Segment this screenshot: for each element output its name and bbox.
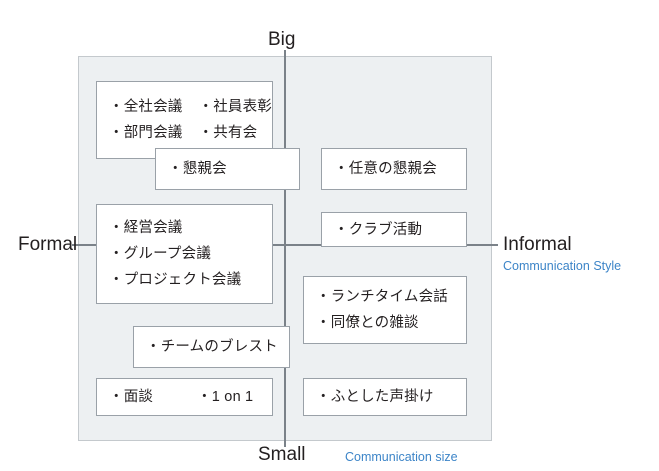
- axis-caption-communication-size: Communication size: [345, 450, 458, 464]
- card-keiei-kaigi: ・経営会議 ・グループ会議 ・プロジェクト会議: [96, 204, 273, 304]
- card-item: ・プロジェクト会議: [109, 272, 242, 288]
- card-item: ・グループ会議: [109, 246, 212, 262]
- card-item: ・社員表彰: [198, 99, 272, 115]
- card-item: ・ふとした声掛け: [316, 389, 434, 405]
- card-item: ・懇親会: [168, 161, 227, 177]
- card-item: ・面談: [109, 389, 154, 405]
- card-lunch-talk: ・ランチタイム会話 ・同僚との雑談: [303, 276, 467, 344]
- card-team-brainstorm: ・チームのブレスト: [133, 326, 290, 368]
- card-line: ・全社会議 ・社員表彰: [109, 94, 272, 120]
- card-club-katsudo: ・クラブ活動: [321, 212, 467, 247]
- card-item: ・ランチタイム会話: [316, 289, 449, 305]
- card-line: ・面談 ・1 on 1: [109, 384, 260, 410]
- card-futoshita-koegake: ・ふとした声掛け: [303, 378, 467, 416]
- axis-label-big: Big: [268, 29, 296, 50]
- horizontal-axis: [72, 244, 498, 246]
- card-konshinkai: ・懇親会: [155, 148, 300, 190]
- card-item: ・同僚との雑談: [316, 315, 419, 331]
- card-mendan-1on1: ・面談 ・1 on 1: [96, 378, 273, 416]
- card-all-hands: ・全社会議 ・社員表彰 ・部門会議 ・共有会: [96, 81, 273, 159]
- card-item: ・経営会議: [109, 220, 183, 236]
- card-item: ・部門会議: [109, 125, 183, 141]
- axis-label-small: Small: [258, 444, 306, 465]
- card-item: ・クラブ活動: [334, 221, 423, 238]
- card-item: ・共有会: [198, 125, 258, 141]
- axis-caption-communication-style: Communication Style: [503, 259, 622, 273]
- card-item: ・全社会議: [109, 99, 183, 115]
- axis-label-formal: Formal: [18, 234, 78, 255]
- axis-label-informal: Informal: [503, 234, 572, 255]
- card-item: ・チームのブレスト: [146, 339, 278, 355]
- card-nini-konshinkai: ・任意の懇親会: [321, 148, 467, 190]
- card-item: ・任意の懇親会: [334, 161, 437, 177]
- card-item: ・1 on 1: [197, 389, 254, 405]
- vertical-axis: [284, 50, 286, 447]
- card-line: ・部門会議 ・共有会: [109, 120, 260, 146]
